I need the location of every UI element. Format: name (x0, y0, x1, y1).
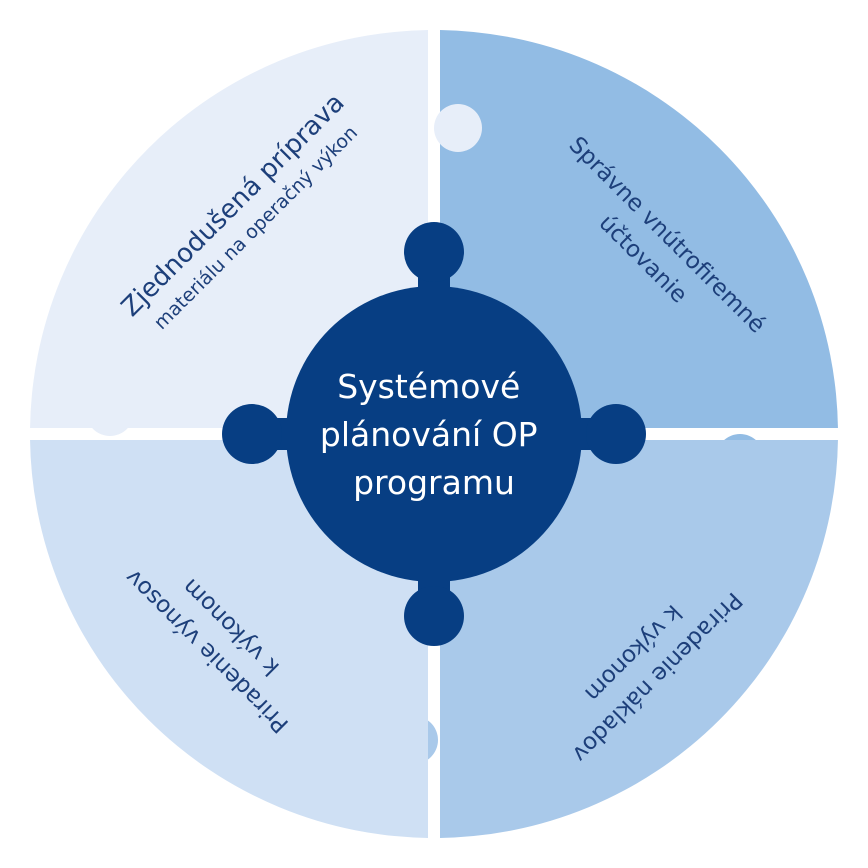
quadrant-bottom-left-shape (30, 440, 428, 838)
quadrant-top-left-shape (30, 30, 428, 428)
center-piece: Systémové plánování OP programu (0, 0, 646, 646)
quadrant-bottom-left (30, 440, 428, 838)
center-label-line-3: programu (353, 463, 515, 502)
quadrant-top-left (30, 30, 428, 436)
puzzle-tab-left (86, 388, 134, 436)
center-label-line-2: plánování OP (320, 415, 538, 454)
center-knob-top (404, 222, 464, 282)
center-circle (286, 286, 582, 582)
quadrant-bottom-right-shape (440, 440, 838, 838)
center-knob-bottom (404, 586, 464, 646)
center-knob-right (586, 404, 646, 464)
puzzle-tab-top (434, 104, 482, 152)
center-label: Systémové plánování OP programu (320, 367, 548, 502)
center-knob-left (222, 404, 282, 464)
center-label-line-1: Systémové (337, 367, 520, 406)
quadrant-top-right-shape (440, 30, 838, 428)
